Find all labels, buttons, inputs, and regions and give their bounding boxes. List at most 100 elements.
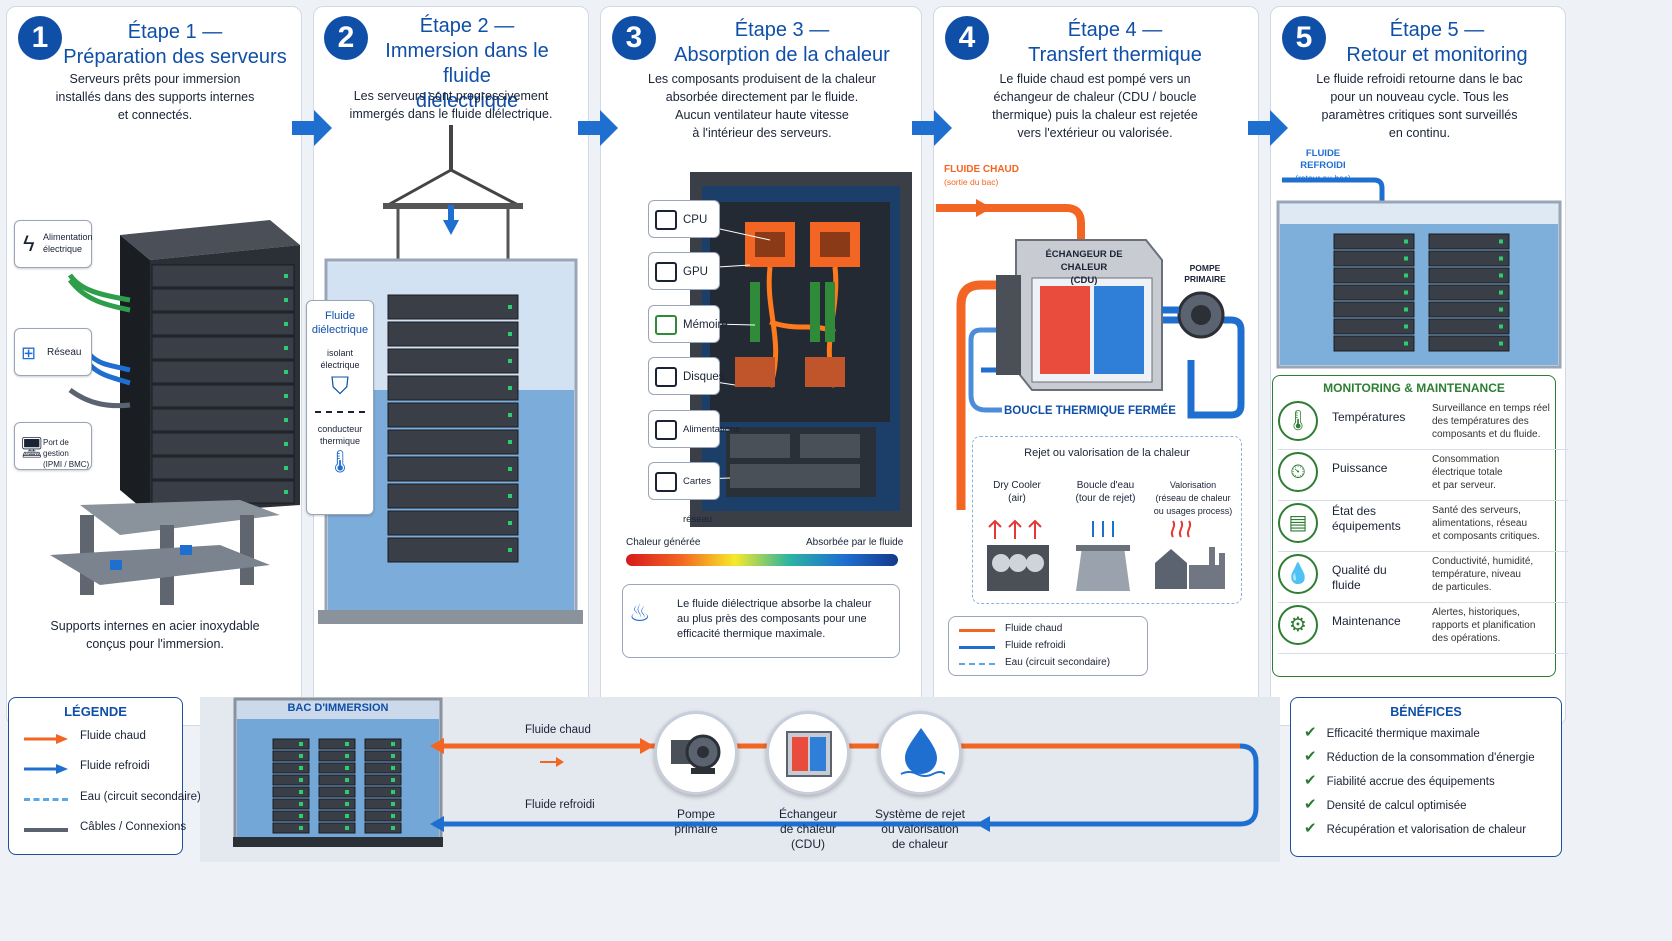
management-port-tag: 🖥 Port de gestion (IPMI / BMC) bbox=[14, 422, 92, 470]
monitoring-item: 🌡 Températures Surveillance en temps réel … bbox=[1278, 396, 1568, 450]
dielectric-fluid-tag: Fluide diélectrique isolant électrique ⛉… bbox=[306, 300, 374, 515]
monitoring-desc: Surveillance en temps réel des températu… bbox=[1432, 403, 1550, 440]
monitoring-desc: Conductivité, humidité, température, niv… bbox=[1432, 556, 1534, 593]
monitoring-label: Qualité du fluide bbox=[1332, 563, 1387, 592]
component-cpu: CPU bbox=[648, 200, 720, 238]
monitoring-desc: Consommation électrique totale et par se… bbox=[1432, 454, 1503, 491]
pump-label: Pompe primaire bbox=[674, 807, 718, 836]
heat-rejection-box: Rejet ou valorisation de la chaleur Dry … bbox=[972, 436, 1242, 604]
water-loop-label: Boucle d'eau (tour de rejet) bbox=[1075, 480, 1136, 504]
closed-loop-label: BOUCLE THERMIQUE FERMÉE bbox=[1002, 405, 1178, 417]
step-4-title: Étape 4 — Transfert thermique bbox=[1028, 19, 1202, 66]
step-3-desc: Les composants produisent de la chaleur … bbox=[648, 72, 876, 140]
monitoring-desc: Alertes, historiques, rapports et planif… bbox=[1432, 607, 1536, 644]
heat-waves-icon: ♨ bbox=[629, 600, 651, 627]
benefit-item: ✔Efficacité thermique maximale bbox=[1304, 724, 1480, 741]
bottom-hot-label: Fluide chaud bbox=[525, 724, 591, 736]
checkmark-icon: ✔ bbox=[1304, 748, 1317, 765]
monitoring-label: État des équipements bbox=[1332, 504, 1401, 533]
step-3-title: Étape 3 — Absorption de la chaleur bbox=[674, 19, 890, 66]
monitoring-item: ▤ État des équipements Santé des serveurs,… bbox=[1278, 498, 1568, 552]
monitor-icon: 🖥 bbox=[19, 437, 45, 459]
step-2-desc: Les serveurs sont progressivement immerg… bbox=[349, 89, 553, 121]
heat-scale-left: Chaleur générée bbox=[626, 537, 701, 548]
legend-title: LÉGENDE bbox=[64, 704, 127, 719]
legend-hot: Fluide chaud bbox=[24, 730, 174, 748]
legend-cables: Câbles / Connexions bbox=[24, 821, 186, 839]
step-2-number: 2 bbox=[324, 16, 368, 60]
benefits-box bbox=[1290, 697, 1562, 857]
monitoring-icon: 🌡 bbox=[1278, 401, 1318, 441]
step-4-legend: Fluide chaud Fluide refroidi Eau (circui… bbox=[948, 616, 1148, 676]
power-tag: ϟ Alimentation électrique bbox=[14, 220, 93, 268]
arrow-right-icon bbox=[292, 110, 332, 146]
step-4-number: 4 bbox=[945, 16, 989, 60]
monitoring-desc: Santé des serveurs, alimentations, résea… bbox=[1432, 505, 1540, 542]
heat-rejection-node bbox=[878, 711, 962, 795]
monitoring-icon: 💧 bbox=[1278, 554, 1318, 594]
lightning-icon bbox=[655, 420, 677, 440]
cdu-label: ÉCHANGEUR DE CHALEUR (CDU) bbox=[1045, 249, 1123, 286]
step-4-desc: Le fluide chaud est pompé vers un échang… bbox=[992, 72, 1198, 140]
cpu-icon bbox=[655, 210, 677, 230]
arrow-right-icon bbox=[1248, 110, 1288, 146]
pump-node bbox=[654, 711, 738, 795]
step-1-desc: Serveurs prêts pour immersion installés … bbox=[55, 72, 255, 122]
component-network-cards: Cartes réseau bbox=[648, 462, 720, 525]
heat-exchanger-node bbox=[766, 711, 850, 795]
bottom-tank-illustration bbox=[233, 697, 443, 847]
checkmark-icon: ✔ bbox=[1304, 724, 1317, 741]
memory-icon bbox=[655, 315, 677, 335]
benefit-item: ✔Réduction de la consommation d'énergie bbox=[1304, 748, 1535, 765]
checkmark-icon: ✔ bbox=[1304, 796, 1317, 813]
return-tank-illustration bbox=[1276, 177, 1562, 369]
arrow-right-icon bbox=[912, 110, 952, 146]
network-card-icon bbox=[655, 472, 677, 492]
factory-icon bbox=[1155, 520, 1225, 589]
benefits-title: BÉNÉFICES bbox=[1390, 705, 1462, 719]
water-drop-icon bbox=[900, 728, 945, 777]
primary-pump-label: POMPE PRIMAIRE bbox=[1184, 263, 1226, 284]
legend-cold: Fluide refroidi bbox=[24, 760, 174, 778]
shield-icon: ⛉ bbox=[331, 373, 349, 400]
dry-cooler-label: Dry Cooler (air) bbox=[993, 480, 1041, 504]
disk-icon bbox=[655, 367, 677, 387]
step-3-note: ♨ Le fluide diélectrique absorbe la chal… bbox=[622, 584, 900, 658]
step-3-number: 3 bbox=[612, 16, 656, 60]
checkmark-icon: ✔ bbox=[1304, 772, 1317, 789]
bottom-cold-label: Fluide refroidi bbox=[525, 799, 595, 811]
server-heat-illustration bbox=[690, 172, 912, 527]
lightning-icon: ϟ bbox=[23, 231, 35, 256]
component-disks: Disques bbox=[648, 357, 725, 395]
benefit-item: ✔Fiabilité accrue des équipements bbox=[1304, 772, 1495, 789]
cooling-tower-icon bbox=[1076, 521, 1130, 591]
monitoring-icon: ▤ bbox=[1278, 503, 1318, 543]
monitoring-item: 💧 Qualité du fluide Conductivité, humidité… bbox=[1278, 549, 1568, 603]
monitoring-icon: ⚙ bbox=[1278, 605, 1318, 645]
heat-gradient-bar bbox=[626, 554, 898, 566]
network-icon: ⊞ bbox=[21, 343, 37, 363]
step-1-caption: Supports internes en acier inoxydable co… bbox=[50, 619, 260, 651]
step-5-desc: Le fluide refroidi retourne dans le bac … bbox=[1316, 72, 1523, 140]
checkmark-icon: ✔ bbox=[1304, 820, 1317, 837]
network-tag: ⊞ Réseau bbox=[14, 328, 92, 376]
benefit-item: ✔Densité de calcul optimisée bbox=[1304, 796, 1467, 813]
hot-fluid-in-label: FLUIDE CHAUD (sortie du bac) bbox=[944, 164, 1019, 187]
thermometer-icon: 🌡 bbox=[326, 449, 354, 474]
benefit-item: ✔Récupération et valorisation de chaleur bbox=[1304, 820, 1527, 837]
component-gpu: GPU bbox=[648, 252, 720, 290]
step-1-title: Étape 1 — Préparation des serveurs bbox=[63, 21, 287, 68]
component-memory: Mémoire bbox=[648, 305, 728, 343]
gpu-icon bbox=[655, 262, 677, 282]
server-rack-illustration bbox=[50, 220, 300, 605]
monitoring-box bbox=[1272, 375, 1556, 677]
step-1-number: 1 bbox=[18, 16, 62, 60]
legend-water: Eau (circuit secondaire) bbox=[24, 791, 201, 809]
step-5-title: Étape 5 — Retour et monitoring bbox=[1346, 19, 1528, 66]
monitoring-label: Températures bbox=[1332, 410, 1406, 424]
pump-icon bbox=[671, 734, 721, 774]
arrow-right-icon bbox=[578, 110, 618, 146]
heat-rejection-label: Système de rejet ou valorisation de chal… bbox=[874, 807, 966, 851]
